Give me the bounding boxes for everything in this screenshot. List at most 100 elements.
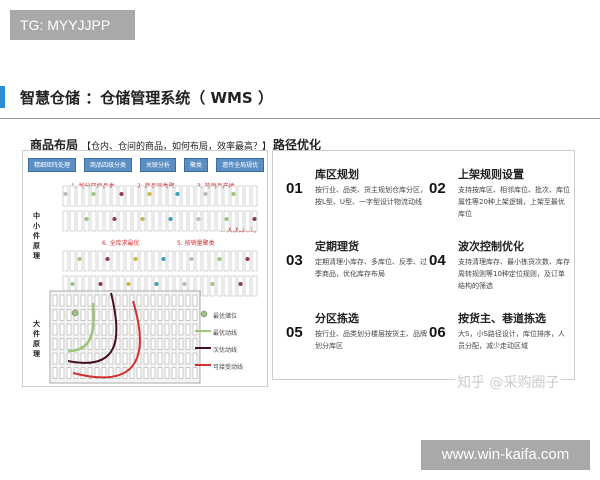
rack-cell xyxy=(223,275,230,297)
item-dot xyxy=(231,192,236,196)
rack-cell xyxy=(192,338,198,350)
rack-cell xyxy=(97,210,104,232)
rack-cell xyxy=(101,367,107,379)
rack-cell xyxy=(97,185,104,207)
step-label: 5. 按销量聚类 xyxy=(177,240,215,247)
rack-cell xyxy=(192,352,198,365)
rack-cell xyxy=(52,294,58,307)
rack-cell xyxy=(104,210,111,232)
item-dot xyxy=(133,257,138,261)
item-title: 按货主、巷道拣选 xyxy=(458,312,546,325)
rack-cell xyxy=(178,309,184,321)
rack-cell xyxy=(108,309,114,321)
item-dot xyxy=(252,217,257,221)
rack-cell xyxy=(178,323,184,336)
method-button: 关联分析 xyxy=(140,158,177,172)
rack-cell xyxy=(94,367,100,379)
rack-cell xyxy=(167,185,174,207)
rack-cell xyxy=(143,309,149,321)
product-layout-panel: 精细矩阵处理 商品四级分类 关联分析 聚类 遗传全局规优 中小件原理 大件原理 … xyxy=(22,150,268,387)
item-dot xyxy=(210,282,215,286)
item-desc: 定期清理小库存、多库位、反季、过季商品，优化库存布局 xyxy=(315,258,427,278)
item-title: 定期理货 xyxy=(315,240,359,253)
rack-cell xyxy=(237,185,244,207)
item-dot xyxy=(147,192,152,196)
rack-cell xyxy=(52,352,58,365)
rack-cell xyxy=(59,323,65,336)
rack-cell xyxy=(174,210,181,232)
rack-cell xyxy=(139,250,146,272)
rack-cell xyxy=(209,250,216,272)
rack-cell xyxy=(66,309,72,321)
rack-cell xyxy=(129,294,135,307)
tg-badge: TG: MYYJJPP xyxy=(10,10,135,40)
rack-cell xyxy=(115,294,121,307)
rack-cell xyxy=(216,210,223,232)
rack-cell xyxy=(181,250,188,272)
item-dot xyxy=(175,192,180,196)
rack-cell xyxy=(171,367,177,379)
rack-cell xyxy=(90,210,97,232)
site-badge: www.win-kaifa.com xyxy=(421,440,590,470)
rack-cell xyxy=(202,210,209,232)
rack-cell xyxy=(52,323,58,336)
rack-cell xyxy=(66,367,72,379)
item-desc: 支持清理库存、最小拣货次数、库存周转规则等10种定位规则，及订单结构的筛选 xyxy=(458,258,570,290)
item-dot xyxy=(245,257,250,261)
item-dot xyxy=(70,282,75,286)
rack-cell xyxy=(171,323,177,336)
rack-cell xyxy=(153,185,160,207)
rack-cell xyxy=(139,185,146,207)
rack-cell xyxy=(146,210,153,232)
item-dot xyxy=(154,282,159,286)
rack-cell xyxy=(230,210,237,232)
rack-cell xyxy=(223,250,230,272)
rack-cell xyxy=(178,338,184,350)
rack-cell xyxy=(230,275,237,297)
legend-second-route: 次优动线 xyxy=(213,347,238,354)
item-title: 库区规划 xyxy=(315,168,359,181)
rack-cell xyxy=(66,338,72,350)
item-desc: 按行业、品类、货主规划仓库分区，按L型、U型、一字型设计物流动线 xyxy=(315,186,427,206)
rack-cell xyxy=(185,352,191,365)
rack-cell xyxy=(87,309,93,321)
best-slot-marker xyxy=(71,309,79,317)
rack-cell xyxy=(87,367,93,379)
rack-cell xyxy=(115,352,121,365)
rack-cell xyxy=(192,294,198,307)
rack-cell xyxy=(171,309,177,321)
rack-cell xyxy=(153,210,160,232)
rack-cell xyxy=(52,309,58,321)
rack-cell xyxy=(125,250,132,272)
rack-cell xyxy=(157,367,163,379)
item-dot xyxy=(217,257,222,261)
legend-best-route: 最优动线 xyxy=(213,330,238,337)
acceptable-route-line xyxy=(72,300,141,379)
rack-cell xyxy=(185,338,191,350)
rack-cell xyxy=(209,185,216,207)
rack-cell xyxy=(171,352,177,365)
rack-cell xyxy=(111,185,118,207)
large-items-label: 大件原理 xyxy=(33,320,40,358)
item-number: 05 xyxy=(286,324,303,341)
rack-cell xyxy=(101,294,107,307)
rack-cell xyxy=(167,250,174,272)
item-dot xyxy=(189,257,194,261)
rack-cell xyxy=(94,309,100,321)
legend-best-slot-icon xyxy=(200,310,208,318)
rack-cell xyxy=(188,210,195,232)
rack-cell xyxy=(230,250,237,272)
rack-cell xyxy=(59,294,65,307)
rack-cell xyxy=(122,294,128,307)
rack-cell xyxy=(80,367,86,379)
item-number: 01 xyxy=(286,180,303,197)
rack-cell xyxy=(185,323,191,336)
method-button: 聚类 xyxy=(184,158,209,172)
rack-cell xyxy=(73,294,79,307)
rack-cell xyxy=(181,210,188,232)
rack-cell xyxy=(69,250,76,272)
rack-cell xyxy=(192,309,198,321)
item-dot xyxy=(126,282,131,286)
rack-cell xyxy=(97,250,104,272)
rack-cell xyxy=(83,185,90,207)
